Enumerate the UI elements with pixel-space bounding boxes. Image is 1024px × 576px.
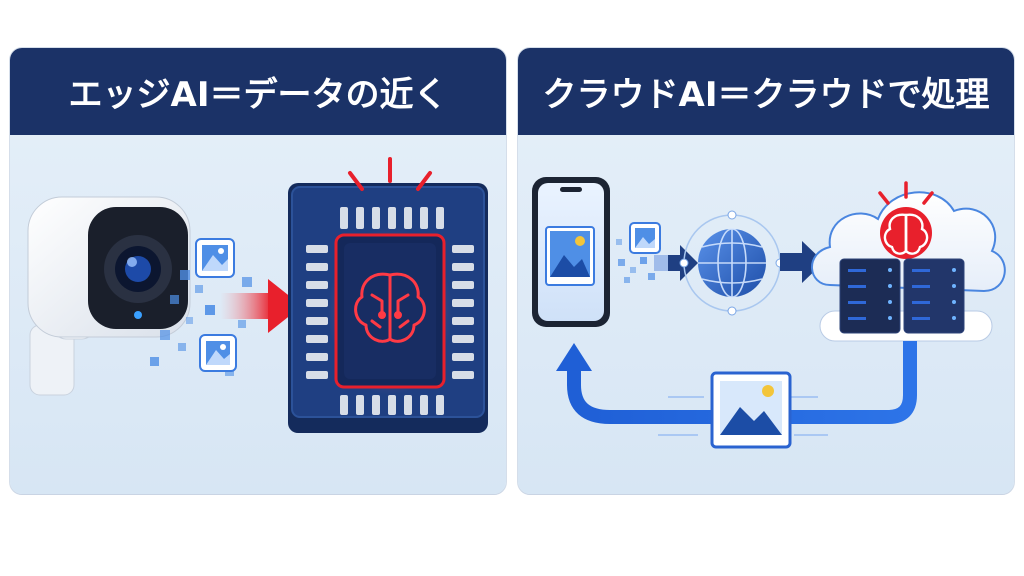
brain-icon <box>880 207 932 259</box>
cloud-ai-title: クラウドAI＝クラウドで処理 <box>542 75 990 115</box>
edge-ai-header: エッジAI＝データの近く <box>10 48 506 135</box>
alert-rays <box>348 157 432 191</box>
cloud-ai-illustration <box>532 177 1006 449</box>
image-icon <box>629 222 661 254</box>
edge-ai-title: エッジAI＝データの近く <box>68 75 448 115</box>
edge-ai-panel: エッジAI＝データの近く <box>10 48 506 494</box>
cloud-ai-body <box>518 135 1014 494</box>
cloud-ai-header: クラウドAI＝クラウドで処理 <box>518 48 1014 135</box>
security-camera-icon <box>27 196 191 396</box>
smartphone-icon <box>532 177 610 327</box>
edge-ai-body <box>10 135 506 494</box>
cloud-ai-panel: クラウドAI＝クラウドで処理 <box>518 48 1014 494</box>
image-icon <box>710 371 792 449</box>
image-icon <box>199 334 237 372</box>
alert-rays <box>878 181 934 205</box>
ai-chip-icon <box>288 183 488 433</box>
data-pixels <box>616 239 655 283</box>
image-icon <box>195 238 235 278</box>
server-rack-icon <box>819 258 993 342</box>
edge-ai-illustration <box>27 157 488 433</box>
arrow-right-icon <box>220 279 302 333</box>
brain-icon <box>354 272 426 343</box>
